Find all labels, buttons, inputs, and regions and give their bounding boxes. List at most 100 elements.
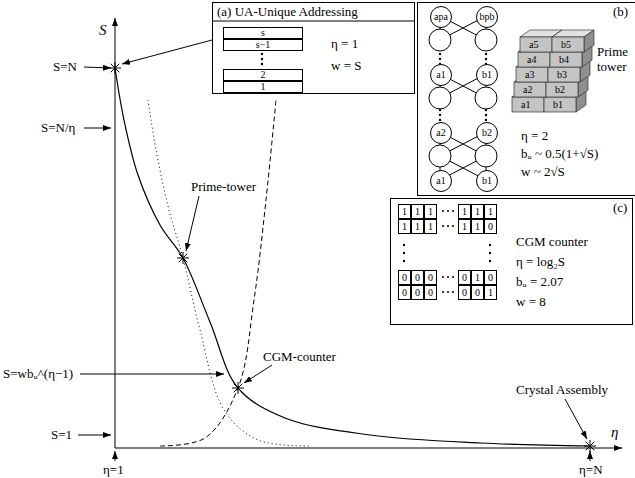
ellipsis-dot bbox=[447, 225, 449, 227]
node-text: (a) UA-Unique Addressing bbox=[217, 5, 358, 20]
counter-cell: 0 bbox=[411, 270, 424, 285]
s-axis bbox=[115, 18, 116, 448]
node-text: η = 1 bbox=[331, 37, 358, 52]
node-text: Prime tower bbox=[597, 45, 633, 75]
ellipsis-dot bbox=[447, 291, 449, 293]
tile-circle: a2 bbox=[430, 122, 452, 144]
brick-label: a5 bbox=[529, 39, 538, 50]
empty-circle bbox=[475, 145, 497, 167]
pointer-arrow bbox=[84, 128, 111, 129]
brick-front bbox=[544, 97, 576, 112]
node-text: b1 bbox=[482, 176, 492, 186]
counter-cell: 1 bbox=[398, 219, 411, 234]
node-text: bᵤ = 2.07 bbox=[516, 275, 563, 290]
ellipsis-dot bbox=[452, 276, 454, 278]
node-text: s−1 bbox=[256, 40, 271, 50]
divider-line bbox=[212, 21, 415, 22]
ellipsis-dot bbox=[485, 114, 487, 116]
counter-cell: 0 bbox=[458, 285, 471, 300]
pointer-arrow bbox=[115, 451, 116, 461]
ellipsis-dot bbox=[439, 109, 441, 111]
node-text: w ~ 2√S bbox=[521, 165, 565, 180]
brick-front bbox=[512, 97, 544, 112]
counter-cell: 0 bbox=[398, 270, 411, 285]
node-text: η = 2 bbox=[521, 129, 548, 144]
ellipsis-dot bbox=[485, 53, 487, 55]
node-text: η = log₂S bbox=[516, 255, 565, 270]
ellipsis-dot bbox=[452, 225, 454, 227]
counter-cell: 0 bbox=[484, 270, 497, 285]
ellipsis-dot bbox=[489, 260, 491, 262]
ellipsis-dot bbox=[442, 276, 444, 278]
ellipsis-dot bbox=[447, 276, 449, 278]
ellipsis-dot bbox=[452, 210, 454, 212]
node-text: w = 8 bbox=[516, 295, 546, 310]
counter-cell: 1 bbox=[458, 204, 471, 219]
ellipsis-dot bbox=[485, 119, 487, 121]
brick-label: a3 bbox=[525, 69, 534, 80]
ellipsis-dot bbox=[485, 109, 487, 111]
node-text: a1 bbox=[436, 176, 445, 186]
value-label: S=N/η bbox=[40, 121, 76, 135]
counter-cell: 0 bbox=[411, 285, 424, 300]
tile-circle: bpb bbox=[476, 6, 498, 28]
node-text: bpb bbox=[480, 12, 495, 22]
empty-circle bbox=[475, 87, 497, 109]
brick-label: b2 bbox=[555, 84, 565, 95]
brick-front bbox=[548, 67, 580, 82]
counter-cell: 1 bbox=[471, 204, 484, 219]
leader-arrow bbox=[244, 365, 272, 383]
star-marker bbox=[586, 442, 594, 450]
counter-cell: 0 bbox=[458, 270, 471, 285]
counter-cell: 1 bbox=[424, 219, 437, 234]
stack-cell: 1 bbox=[223, 81, 303, 93]
eta-axis bbox=[115, 448, 622, 449]
stack-cell: s bbox=[223, 27, 303, 39]
brick-label: b5 bbox=[561, 39, 571, 50]
brick-front bbox=[520, 37, 552, 52]
tile-circle: a1 bbox=[430, 64, 452, 86]
ellipsis-dot bbox=[403, 244, 405, 246]
ellipsis-dot bbox=[403, 260, 405, 262]
stack-cell: s−1 bbox=[223, 39, 303, 51]
brick-label: b1 bbox=[553, 99, 563, 110]
counter-cell: 1 bbox=[471, 270, 484, 285]
counter-cell: 1 bbox=[411, 219, 424, 234]
node-text: apa bbox=[434, 12, 448, 22]
axis-label: η bbox=[610, 424, 619, 441]
stack-cell: 2 bbox=[223, 69, 303, 81]
axis-label: S bbox=[98, 22, 108, 39]
node-text: 2 bbox=[261, 70, 266, 80]
star-marker bbox=[111, 64, 119, 72]
addressing-box: (a) UA-Unique Addressing η = 1 w = S ss−1 21 bbox=[212, 2, 415, 94]
counter-cell: 1 bbox=[471, 219, 484, 234]
brick-front bbox=[546, 82, 578, 97]
ellipsis-dot bbox=[452, 291, 454, 293]
counter-cell: 0 bbox=[424, 270, 437, 285]
brick-front bbox=[516, 67, 548, 82]
callout-label: CGM-counter bbox=[262, 350, 337, 364]
pointer-arrow bbox=[78, 435, 111, 436]
ellipsis-dot bbox=[439, 119, 441, 121]
node-text: (b) bbox=[613, 5, 628, 20]
tile-circle: apa bbox=[430, 6, 452, 28]
counter-cell: 0 bbox=[471, 285, 484, 300]
ellipsis-dot bbox=[442, 225, 444, 227]
node-text: (c) bbox=[613, 201, 627, 216]
brick-front bbox=[518, 52, 550, 67]
ellipsis-dot bbox=[442, 291, 444, 293]
brick-front bbox=[552, 37, 584, 52]
counter-cell: 1 bbox=[424, 204, 437, 219]
node-text: w = S bbox=[331, 59, 361, 74]
ellipsis-dot bbox=[439, 53, 441, 55]
dashed-curve bbox=[160, 100, 276, 446]
star-marker bbox=[234, 384, 242, 392]
brick-label: a2 bbox=[523, 84, 532, 95]
ellipsis-dot bbox=[403, 252, 405, 254]
counter-cell: 1 bbox=[484, 285, 497, 300]
brick-front bbox=[514, 82, 546, 97]
counter-cell: 0 bbox=[484, 219, 497, 234]
ellipsis-dot bbox=[261, 58, 263, 60]
brick-side bbox=[584, 30, 594, 52]
empty-circle bbox=[429, 87, 451, 109]
